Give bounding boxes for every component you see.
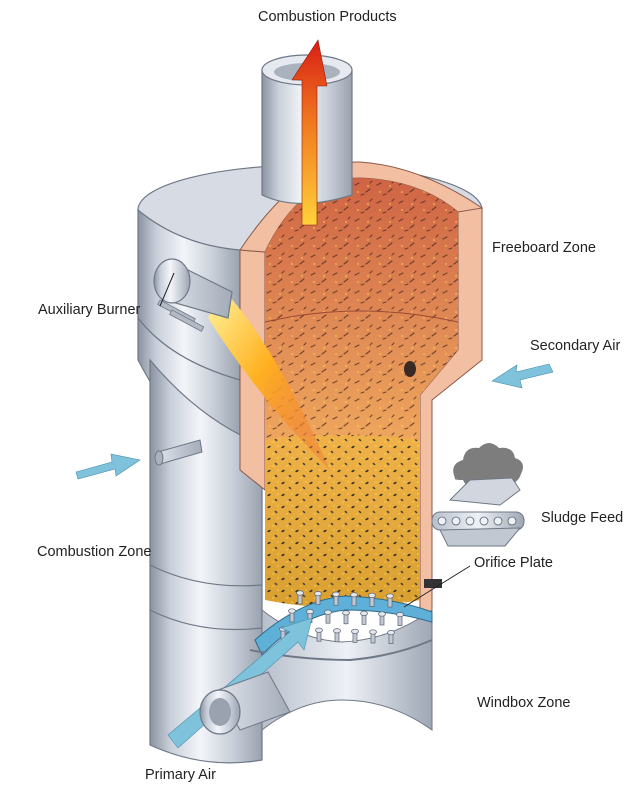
orifice-nozzle-cap — [388, 630, 395, 634]
screw-flight — [452, 517, 460, 525]
sludge-feed-support — [440, 528, 520, 546]
screw-flight — [494, 517, 502, 525]
orifice-nozzle-cap — [315, 591, 322, 595]
burner-cap — [154, 259, 190, 303]
primary-air-duct-inner — [209, 698, 231, 726]
sand-bed-speckle — [265, 435, 420, 608]
label-freeboard-zone: Freeboard Zone — [492, 240, 596, 256]
orifice-nozzle-cap — [352, 629, 359, 633]
orifice-nozzle-cap — [316, 628, 323, 632]
secondary-air-port — [404, 361, 416, 377]
orifice-nozzle-cap — [289, 609, 296, 613]
screw-flight — [438, 517, 446, 525]
orifice-nozzle-cap — [334, 629, 341, 633]
orifice-nozzle-cap — [333, 592, 340, 596]
orifice-nozzle-cap — [297, 591, 304, 595]
label-combustion-zone: Combustion Zone — [37, 544, 151, 560]
exhaust-stack — [262, 40, 352, 225]
label-orifice-plate: Orifice Plate — [474, 555, 553, 571]
combustion-zone-air-arrow — [76, 454, 140, 479]
label-windbox-zone: Windbox Zone — [477, 695, 571, 711]
orifice-nozzle-cap — [369, 593, 376, 597]
label-auxiliary-burner: Auxiliary Burner — [38, 302, 140, 318]
orifice-nozzle-cap — [325, 610, 332, 614]
orifice-nozzle-cap — [379, 612, 386, 616]
orifice-nozzle-cap — [397, 612, 404, 616]
air-inlet-pipe-end — [155, 451, 163, 465]
orifice-nozzle-cap — [387, 594, 394, 598]
orifice-nozzle-cap — [351, 593, 358, 597]
orifice-nozzle-cap — [343, 611, 350, 615]
screw-flight — [508, 517, 516, 525]
orifice-nozzle-cap — [307, 609, 314, 613]
screw-flight — [466, 517, 474, 525]
label-primary-air: Primary Air — [145, 767, 216, 783]
label-secondary-air: Secondary Air — [530, 338, 620, 354]
orifice-nozzle-cap — [370, 630, 377, 634]
label-sludge-feed: Sludge Feed — [541, 510, 623, 526]
sludge-hopper — [450, 478, 520, 505]
sludge-feed — [432, 443, 524, 546]
secondary-air-arrow — [492, 364, 553, 388]
orifice-nozzle-cap — [361, 611, 368, 615]
label-combustion-products: Combustion Products — [258, 9, 397, 25]
plate-gasket — [424, 579, 442, 588]
screw-flight — [480, 517, 488, 525]
